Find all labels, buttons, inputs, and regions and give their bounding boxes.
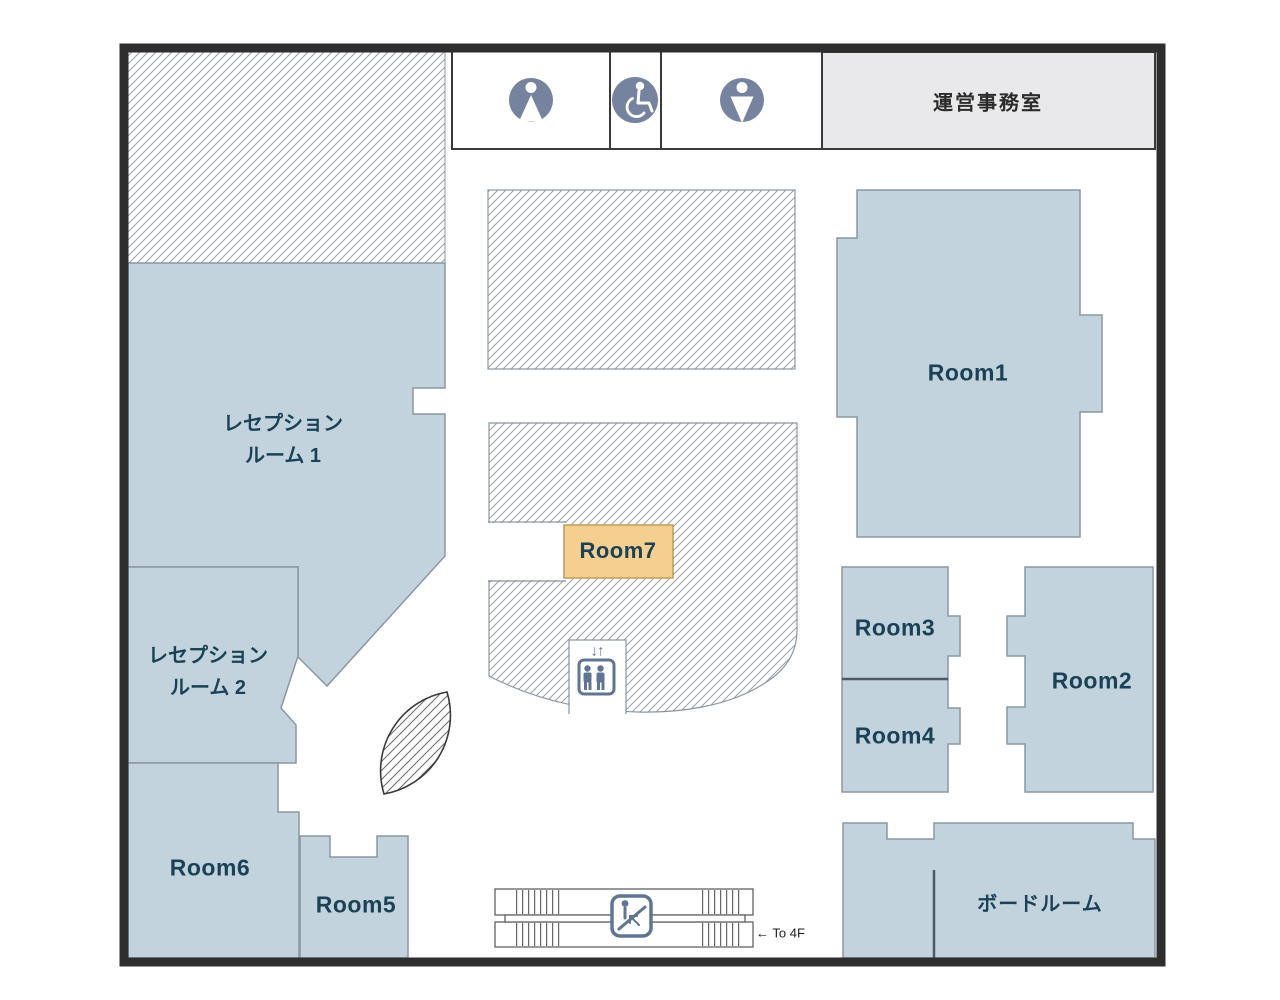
- room7-corridor: [487, 521, 566, 582]
- room-operations-office: [821, 51, 1156, 150]
- room-7: [563, 524, 674, 579]
- room-2: [1006, 566, 1154, 793]
- escalator-icon: [494, 888, 754, 948]
- women-restroom-icon: [509, 78, 553, 122]
- accessible-restroom-icon: [612, 77, 658, 123]
- room-reception-2: [127, 566, 299, 764]
- men-restroom-icon: [720, 78, 764, 123]
- planter-leaf: [379, 691, 452, 795]
- elevator-icon: [577, 658, 616, 696]
- room-1: [836, 189, 1103, 538]
- room-5: [299, 835, 409, 959]
- room-6: [127, 762, 300, 959]
- building-outer-wall: [119, 43, 1166, 967]
- void-area-center-top: [487, 189, 796, 370]
- void-area-topleft: [127, 47, 446, 264]
- room-boardroom: [842, 822, 1156, 959]
- restroom-walls: [451, 52, 824, 150]
